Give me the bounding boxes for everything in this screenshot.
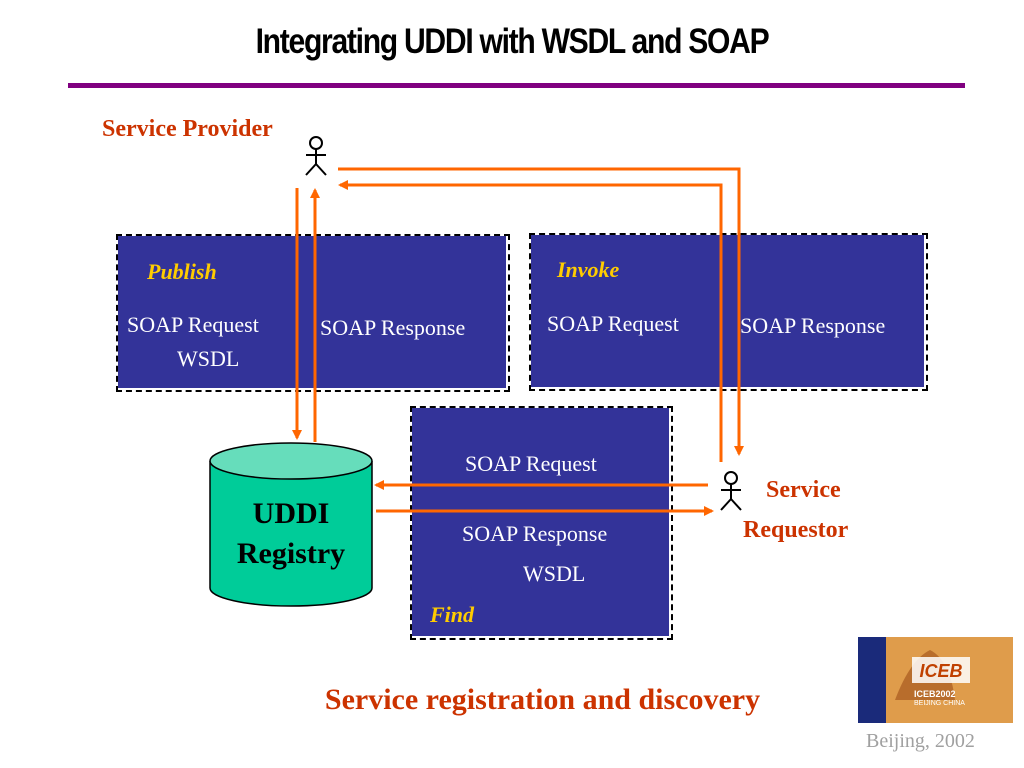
slide-title: Integrating UDDI with WSDL and SOAP bbox=[255, 22, 770, 61]
uddi-registry-cylinder bbox=[209, 442, 373, 607]
service-provider-label: Service Provider bbox=[102, 116, 273, 142]
publish-box bbox=[118, 236, 506, 388]
invoke-response-arrow bbox=[338, 167, 744, 456]
service-requestor-label-2: Requestor bbox=[743, 517, 849, 543]
find-box-border bbox=[410, 406, 673, 640]
provider-person-icon bbox=[305, 136, 327, 176]
footer-text: Beijing, 2002 bbox=[866, 730, 975, 752]
registry-label-registry: Registry bbox=[236, 537, 346, 570]
publish-label: Publish bbox=[147, 259, 217, 284]
invoke-soap-request: SOAP Request bbox=[547, 311, 679, 336]
publish-soap-response: SOAP Response bbox=[320, 315, 466, 340]
find-wsdl: WSDL bbox=[523, 561, 586, 586]
logo-subtext: BEIJING CHINA bbox=[914, 700, 965, 707]
invoke-request-arrow bbox=[338, 180, 723, 462]
invoke-box-border bbox=[529, 233, 928, 391]
svg-text:ICEB: ICEB bbox=[919, 661, 962, 681]
find-box bbox=[412, 408, 669, 636]
logo-text: ICEB2002 bbox=[914, 689, 956, 699]
caption: Service registration and discovery bbox=[324, 683, 761, 716]
publish-soap-request: SOAP Request bbox=[127, 312, 259, 337]
find-label: Find bbox=[430, 602, 475, 627]
find-soap-request: SOAP Request bbox=[465, 451, 597, 476]
requestor-person-icon bbox=[720, 471, 742, 511]
title-rule bbox=[68, 83, 965, 88]
find-soap-response: SOAP Response bbox=[462, 521, 608, 546]
publish-box-border bbox=[116, 234, 510, 392]
invoke-box bbox=[531, 235, 924, 387]
publish-wsdl: WSDL bbox=[177, 346, 240, 371]
registry-label-uddi: UDDI bbox=[252, 497, 330, 530]
service-requestor-label-1: Service bbox=[766, 477, 841, 503]
iceb-logo: ICEB bbox=[858, 637, 1013, 723]
invoke-label: Invoke bbox=[557, 257, 620, 282]
invoke-soap-response: SOAP Response bbox=[740, 313, 886, 338]
